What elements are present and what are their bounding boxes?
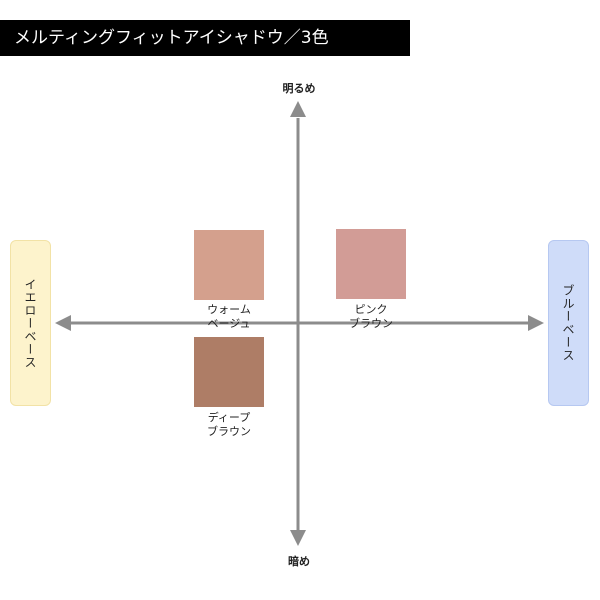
swatch-warm-beige bbox=[194, 230, 264, 300]
swatch-label-line: ディープ bbox=[207, 411, 251, 424]
blue-base-box: ブルーベース bbox=[548, 240, 589, 406]
blue-base-label: ブルーベース bbox=[561, 284, 575, 362]
swatch-label-line: ウォーム bbox=[207, 303, 251, 316]
axis-label-dark: 暗め bbox=[288, 555, 310, 568]
swatch-label-warm-beige: ウォーム ベージュ bbox=[184, 303, 274, 331]
page-title: メルティングフィットアイシャドウ／3色 bbox=[0, 20, 410, 56]
yellow-base-box: イエローベース bbox=[10, 240, 51, 406]
swatch-pink-brown bbox=[336, 229, 406, 299]
axis-label-bright: 明るめ bbox=[282, 82, 316, 95]
arrow-left-icon bbox=[55, 315, 71, 331]
swatch-label-pink-brown: ピンク ブラウン bbox=[326, 303, 416, 331]
swatch-label-line: ブラウン bbox=[349, 317, 393, 330]
swatch-label-line: ピンク bbox=[354, 303, 388, 316]
arrow-up-icon bbox=[290, 101, 306, 117]
swatch-label-deep-brown: ディープ ブラウン bbox=[184, 411, 274, 439]
arrow-right-icon bbox=[528, 315, 544, 331]
arrow-down-icon bbox=[290, 530, 306, 546]
swatch-label-line: ブラウン bbox=[207, 425, 251, 438]
swatch-deep-brown bbox=[194, 337, 264, 407]
swatch-label-line: ベージュ bbox=[207, 317, 251, 330]
yellow-base-label: イエローベース bbox=[23, 277, 37, 369]
